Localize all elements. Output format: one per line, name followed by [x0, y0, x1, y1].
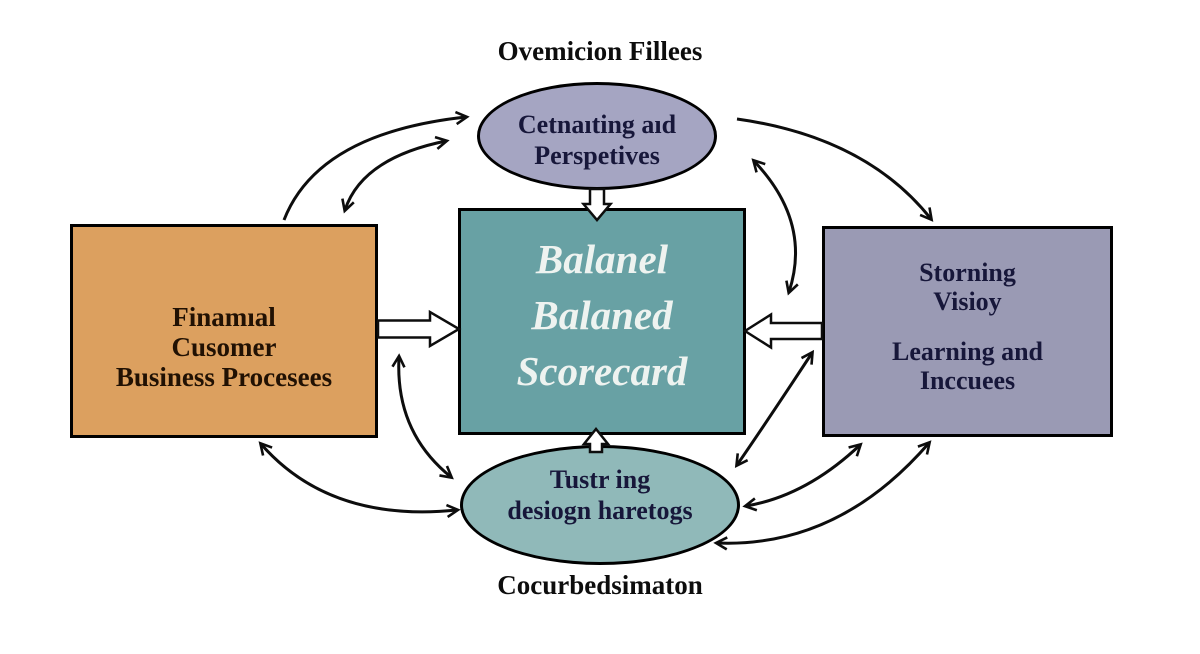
arrow-bottom-ellipse-right-box-low-2-icon — [713, 440, 932, 551]
center-box-line-2: Balaned — [531, 291, 673, 338]
arrow-top-ellipse-right-gap-vertical-icon — [751, 158, 799, 296]
arrow-top-ellipse-to-right-box-outer-icon — [736, 117, 934, 222]
right-box-line-4: Inccuees — [919, 366, 1016, 395]
left-box-line-1: Finamıal — [172, 302, 276, 332]
top-caption: Ovemicion Fillees — [497, 36, 703, 66]
arrow-left-box-to-bottom-ellipse-icon — [258, 441, 461, 519]
right-box-line-1: Storning — [919, 258, 1016, 287]
bottom-caption: Cocurbedsimaton — [497, 570, 703, 600]
arrow-left-box-to-top-ellipse-outer-icon — [282, 110, 470, 221]
center-box-line-3: Scorecard — [516, 347, 688, 394]
arrow-bottom-ellipse-right-box-low-1-icon — [742, 442, 863, 512]
top-ellipse-line-1: Cetnaıting aıd — [517, 110, 677, 139]
right-box-node: Storning Visioy Learning and Inccuees — [822, 226, 1113, 437]
top-ellipse-line-2: Perspetives — [534, 141, 660, 170]
arrow-left-box-top-ellipse-inner-icon — [341, 135, 450, 214]
right-box-line-3: Learning and — [892, 337, 1043, 366]
center-box-node: Balanel Balaned Scorecard — [458, 208, 746, 435]
bottom-ellipse-line-2: desiogn haretogs — [507, 496, 693, 525]
arrow-left-gap-to-bottom-ellipse-icon — [391, 353, 454, 480]
left-box-line-3: Business Procesees — [115, 362, 333, 392]
right-box-line-2: Visioy — [933, 287, 1002, 316]
left-box-node: Finamıal Cusomer Business Procesees — [70, 224, 378, 438]
center-box-line-1: Balanel — [535, 235, 669, 282]
block-arrow-right-to-center-icon — [742, 312, 824, 350]
top-ellipse-node: Cetnaıting aıd Perspetives — [477, 82, 717, 190]
block-arrow-left-to-center-icon — [376, 309, 462, 349]
arrow-right-box-to-bottom-ellipse-icon — [734, 349, 815, 469]
bottom-ellipse-node: Tustr ing desiogn haretogs — [460, 445, 740, 565]
bottom-ellipse-line-1: Tustr ing — [549, 465, 651, 494]
left-box-line-2: Cusomer — [171, 332, 277, 362]
